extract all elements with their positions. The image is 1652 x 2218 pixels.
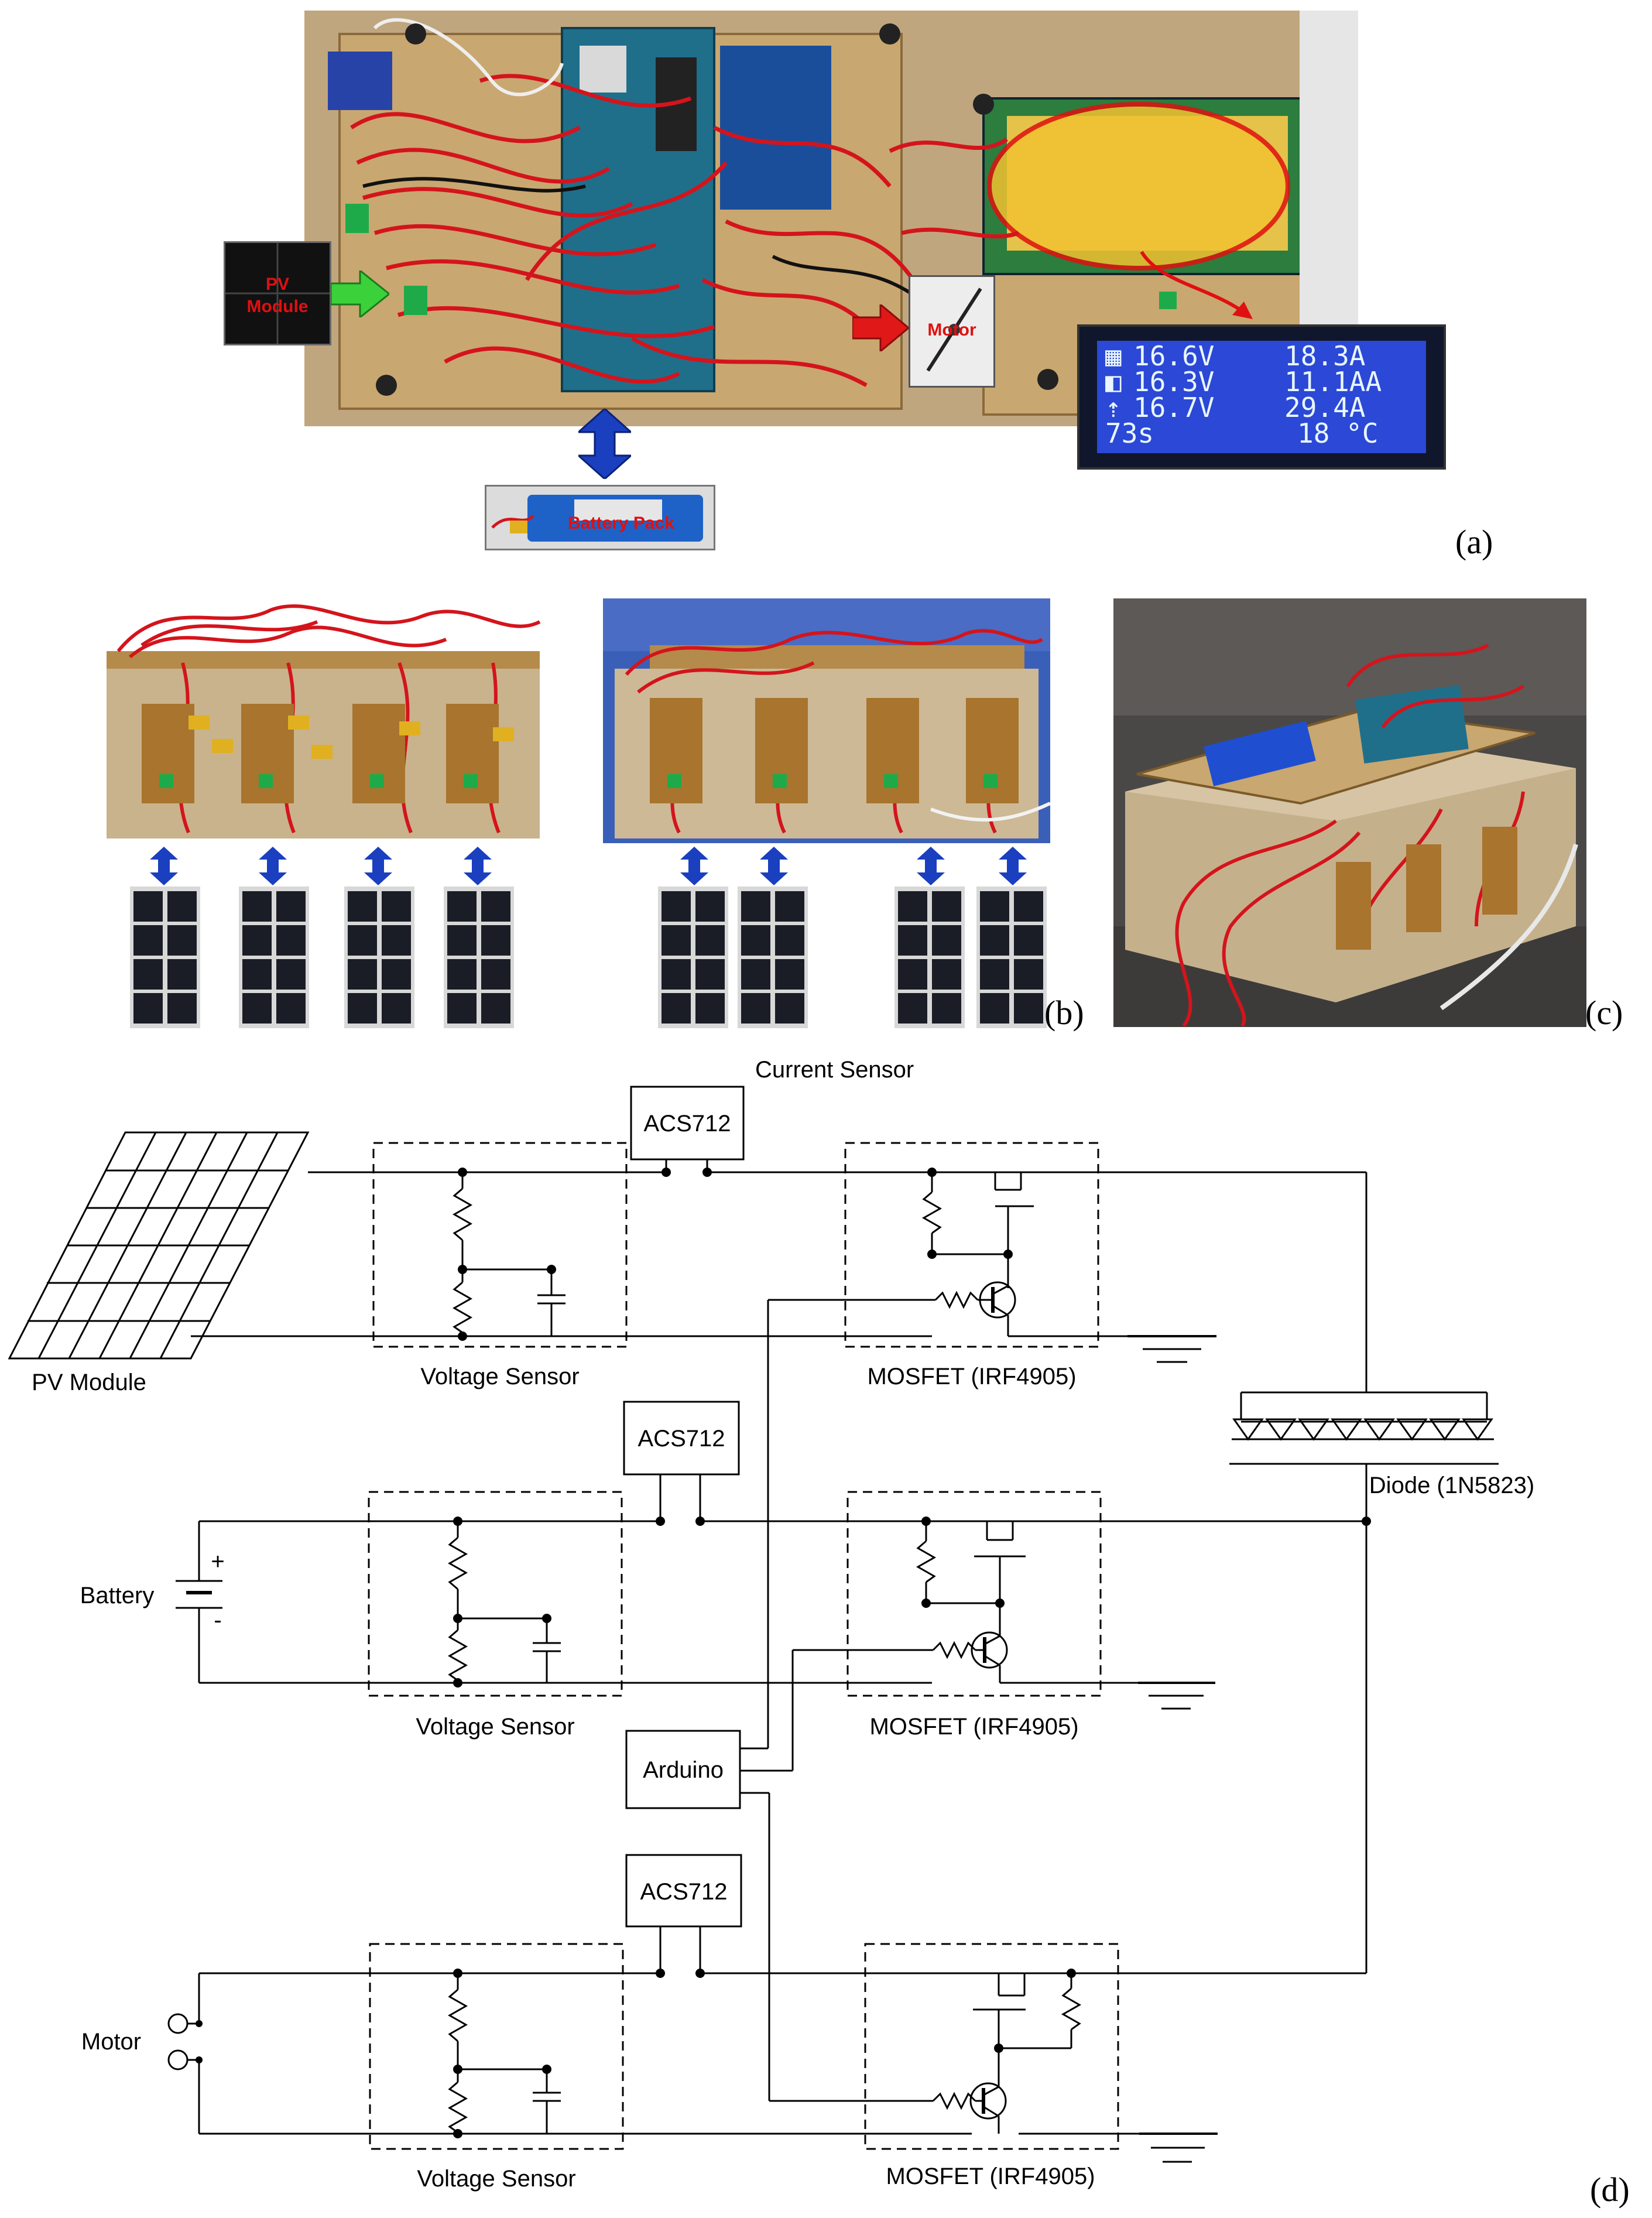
solar-panel-icon [444, 886, 514, 1028]
voltage-sensor-label-1: Voltage Sensor [420, 1364, 579, 1389]
svg-text:▦: ▦ [1105, 340, 1122, 372]
acs712-label-3: ACS712 [640, 1879, 728, 1905]
panel-b-label: (b) [1044, 994, 1084, 1032]
solar-panel-icon [658, 886, 728, 1028]
red-arrow-icon [852, 304, 909, 351]
solar-panel-icon [130, 886, 200, 1028]
arduino-label: Arduino [643, 1757, 724, 1783]
motor-label: Motor [81, 2029, 141, 2055]
svg-text:◧: ◧ [1105, 366, 1122, 398]
panel-b-right-photo [603, 598, 1050, 843]
battery-pack-label: Battery Pack [568, 514, 674, 533]
lcd-row4-temp: 18 °C [1297, 417, 1378, 449]
mosfet-label-1: MOSFET (IRF4905) [867, 1364, 1076, 1389]
pv-module-inset: PV Module [224, 241, 331, 345]
double-arrow-icon [464, 847, 492, 885]
lcd-display-inset: ▦ 16.6V 18.3A ◧ 16.3V 11.1AA ⇡ 16.7V 29.… [1077, 324, 1446, 470]
double-arrow-icon [364, 847, 392, 885]
panel-b-left-arrows [150, 847, 492, 885]
lcd-pointer-arrow-icon [1140, 251, 1253, 319]
diode-array-icon [1232, 1418, 1494, 1441]
lcd-row2-voltage: 16.3V [1133, 366, 1214, 398]
battery-minus-label: - [214, 1607, 221, 1633]
lcd-row3-voltage: 16.7V [1133, 392, 1214, 423]
panel-c-label: (c) [1585, 994, 1623, 1032]
panel-b-left-photo [95, 598, 550, 843]
panel-b-right-solar-panels [658, 886, 1047, 1028]
lcd-row1-current: 18.3A [1284, 340, 1365, 372]
battery-label: Battery [80, 1583, 155, 1608]
lcd-row4-time: 73s [1105, 417, 1154, 449]
voltage-sensor-label-3: Voltage Sensor [417, 2166, 575, 2192]
solar-panel-icon [976, 886, 1047, 1028]
double-arrow-icon [760, 847, 788, 885]
motor-inset-label: Motor [927, 320, 976, 340]
pv-label-line2: Module [247, 297, 309, 316]
panel-b-right-arrows [680, 847, 1027, 885]
panel-b-left-solar-panels [130, 886, 514, 1028]
mosfet-label-3: MOSFET (IRF4905) [886, 2164, 1095, 2189]
motor-terminals-icon [167, 2013, 199, 2070]
diode-label: Diode (1N5823) [1369, 1473, 1534, 1498]
panel-d-label: (d) [1590, 2171, 1630, 2209]
battery-symbol-icon [176, 1580, 222, 1609]
controller-board-photo [304, 11, 1358, 426]
junction-dots [196, 1168, 1371, 2138]
pv-label-line1: PV [266, 275, 289, 294]
solar-panel-icon [344, 886, 414, 1028]
double-arrow-icon [917, 847, 945, 885]
voltage-sensor-label-2: Voltage Sensor [416, 1714, 574, 1740]
battery-pack-inset: Battery Pack [485, 485, 715, 550]
acs712-label-1: ACS712 [644, 1111, 731, 1137]
double-arrow-icon [680, 847, 708, 885]
panel-a-photo [304, 11, 1358, 426]
double-arrow-icon [259, 847, 287, 885]
motor-inset: Motor [909, 275, 995, 388]
mosfet-label-2: MOSFET (IRF4905) [869, 1714, 1078, 1740]
lcd-row1-voltage: 16.6V [1133, 340, 1214, 372]
panel-a-label: (a) [1455, 523, 1493, 561]
panel-c-photo [1113, 598, 1586, 1027]
pv-module-icon [8, 1131, 310, 1360]
panel-d-schematic: ACS712 Current Sensor Voltage Sensor MOS… [8, 1057, 1534, 2192]
double-arrow-icon [999, 847, 1027, 885]
acs712-label-2: ACS712 [638, 1426, 725, 1452]
blue-double-arrow-icon [578, 409, 631, 479]
pv-module-label: PV Module [32, 1370, 146, 1395]
double-arrow-icon [150, 847, 178, 885]
solar-panel-icon [894, 886, 965, 1028]
lcd-row3-current: 29.4A [1284, 392, 1365, 423]
green-arrow-icon [331, 271, 389, 317]
solar-panel-icon [738, 886, 808, 1028]
current-sensor-label: Current Sensor [755, 1057, 914, 1083]
svg-text:⇡: ⇡ [1105, 392, 1122, 423]
solar-panel-icon [239, 886, 309, 1028]
battery-plus-label: + [211, 1549, 224, 1574]
lcd-row2-current: 11.1AA [1284, 366, 1382, 398]
